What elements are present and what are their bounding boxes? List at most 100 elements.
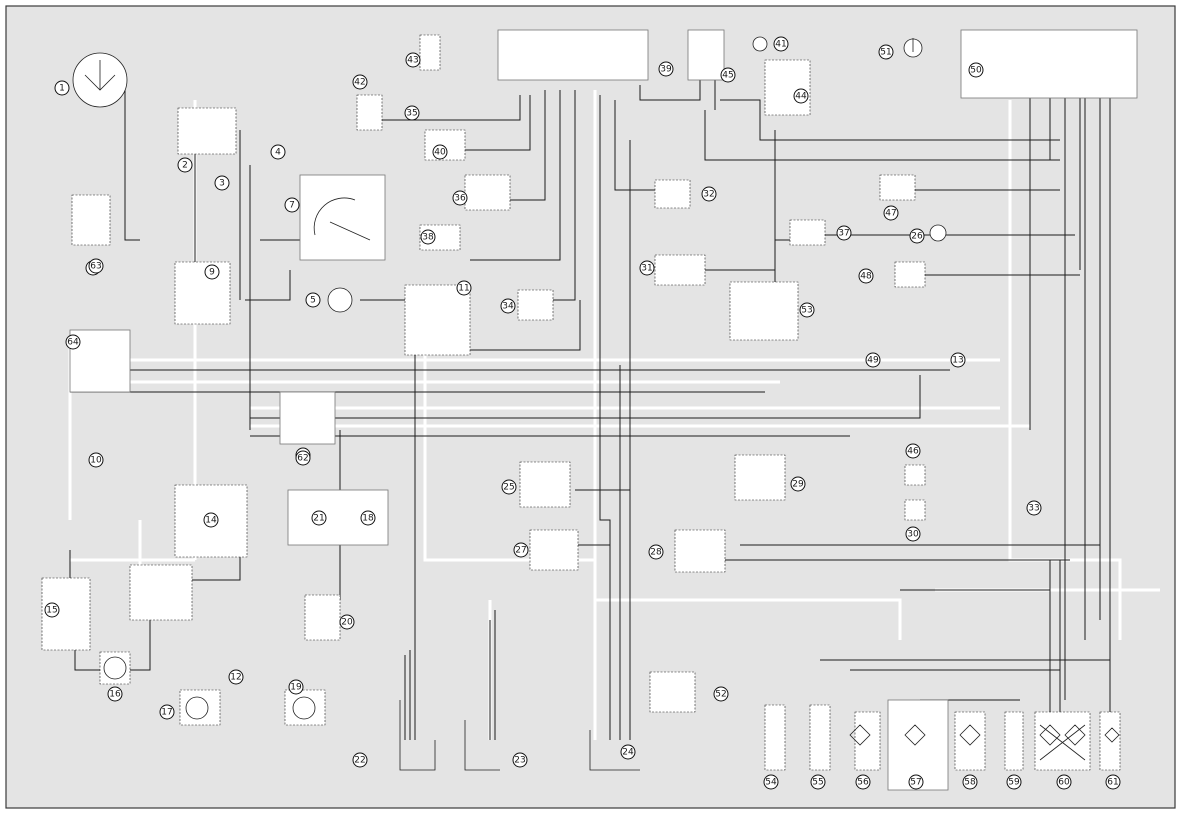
callout-circle xyxy=(962,774,978,790)
callout-circle xyxy=(88,452,104,468)
callout-number: 31 xyxy=(641,264,652,274)
callout-c63: 63 xyxy=(88,258,104,274)
callout-circle xyxy=(420,229,436,245)
callout-number: 23 xyxy=(514,756,525,766)
callout-circle xyxy=(790,476,806,492)
symbols xyxy=(72,36,1120,771)
callout-circle xyxy=(658,61,674,77)
callout-number: 18 xyxy=(362,514,374,524)
callout-number: 58 xyxy=(964,778,976,788)
callout-circle xyxy=(284,197,300,213)
callout-number: 5 xyxy=(310,296,316,306)
callout-c41: 41 xyxy=(773,36,789,52)
callout-number: 20 xyxy=(341,618,353,628)
callout-c54: 54 xyxy=(763,774,779,790)
callout-circle xyxy=(799,302,815,318)
callout-circle xyxy=(810,774,826,790)
callout-circle xyxy=(214,175,230,191)
callout-circle xyxy=(883,205,899,221)
callout-c11: 11 xyxy=(456,280,472,296)
callout-number: 53 xyxy=(801,306,812,316)
callout-number: 37 xyxy=(838,229,849,239)
callout-circle xyxy=(512,752,528,768)
callout-c7: 7 xyxy=(284,197,300,213)
callout-number: 59 xyxy=(1008,778,1020,788)
callout-c47: 47 xyxy=(883,205,899,221)
callout-circle xyxy=(648,544,664,560)
callout-circle xyxy=(456,280,472,296)
callout-circle xyxy=(620,744,636,760)
callout-c20: 20 xyxy=(339,614,355,630)
callout-circle xyxy=(159,704,175,720)
callout-number: 13 xyxy=(952,356,963,366)
callout-c19: 19 xyxy=(288,679,304,695)
callout-circle xyxy=(701,186,717,202)
callout-c12: 12 xyxy=(228,669,244,685)
callout-c37: 37 xyxy=(836,225,852,241)
callout-c40: 40 xyxy=(432,144,448,160)
callout-number: 42 xyxy=(354,78,365,88)
callout-c52: 52 xyxy=(713,686,729,702)
callout-circle xyxy=(360,510,376,526)
motor-symbol-20 xyxy=(292,696,316,720)
callout-circle xyxy=(65,334,81,350)
callout-c18: 18 xyxy=(360,510,376,526)
callout-c29: 29 xyxy=(790,476,806,492)
callout-circle xyxy=(405,52,421,68)
callout-c64: 64 xyxy=(65,334,81,350)
callout-circle xyxy=(1006,774,1022,790)
callout-c3: 3 xyxy=(214,175,230,191)
callout-c2: 2 xyxy=(177,157,193,173)
component-boxes xyxy=(41,34,1121,771)
callout-circle xyxy=(763,774,779,790)
callout-circle xyxy=(905,526,921,542)
callout-circle xyxy=(352,74,368,90)
callout-circle xyxy=(404,105,420,121)
callout-c45: 45 xyxy=(720,67,736,83)
callout-circle xyxy=(639,260,655,276)
motor-symbol-16 xyxy=(103,656,127,680)
callout-circle xyxy=(720,67,736,83)
callout-circle xyxy=(865,352,881,368)
callout-number: 45 xyxy=(722,71,733,81)
callout-circle xyxy=(288,679,304,695)
callout-c10: 10 xyxy=(88,452,104,468)
callout-c58: 58 xyxy=(962,774,978,790)
callout-number: 26 xyxy=(911,232,923,242)
callout-number: 40 xyxy=(434,148,446,158)
callout-c30: 30 xyxy=(905,526,921,542)
callout-circle xyxy=(513,542,529,558)
callout-circle xyxy=(452,190,468,206)
callout-c22: 22 xyxy=(352,752,368,768)
callout-number: 62 xyxy=(297,454,308,464)
callout-c32: 32 xyxy=(701,186,717,202)
callout-circle xyxy=(88,258,104,274)
callout-c61: 61 xyxy=(1105,774,1121,790)
callout-c51: 51 xyxy=(878,44,894,60)
callout-c36: 36 xyxy=(452,190,468,206)
callout-number: 9 xyxy=(209,268,215,278)
callout-number: 28 xyxy=(650,548,662,558)
callout-circle xyxy=(295,450,311,466)
callout-c44: 44 xyxy=(793,88,809,104)
callout-number: 61 xyxy=(1107,778,1118,788)
callout-c33: 33 xyxy=(1026,500,1042,516)
callout-c21: 21 xyxy=(311,510,327,526)
callout-c14: 14 xyxy=(203,512,219,528)
callout-number: 24 xyxy=(622,748,634,758)
callout-c43: 43 xyxy=(405,52,421,68)
callout-c24: 24 xyxy=(620,744,636,760)
callout-number: 7 xyxy=(289,201,295,211)
callout-number: 38 xyxy=(422,233,434,243)
callout-number: 14 xyxy=(205,516,217,526)
callout-c25: 25 xyxy=(501,479,517,495)
callout-c4: 4 xyxy=(270,144,286,160)
callout-circle xyxy=(878,44,894,60)
callout-circle xyxy=(305,292,321,308)
callout-c59: 59 xyxy=(1006,774,1022,790)
callout-c28: 28 xyxy=(648,544,664,560)
callout-number: 43 xyxy=(407,56,418,66)
callout-circle xyxy=(773,36,789,52)
callout-c38: 38 xyxy=(420,229,436,245)
callout-number: 48 xyxy=(860,272,872,282)
